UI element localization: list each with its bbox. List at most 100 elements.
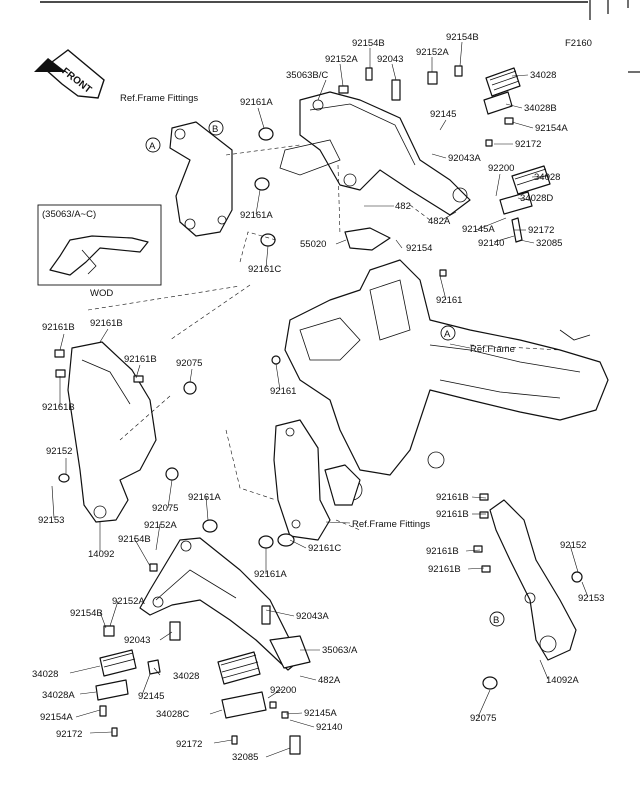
footpeg-upper-right	[483, 67, 551, 243]
leader-line	[159, 631, 173, 641]
part-label-92161b: 92161B	[436, 492, 469, 503]
part-label-92161b: 92161B	[426, 546, 459, 557]
part-label-482a: 482A	[428, 216, 451, 227]
leader-line	[439, 119, 447, 131]
leader-line	[471, 496, 487, 499]
callout-a-frame: A	[440, 325, 456, 341]
part-label-34028: 34028	[32, 669, 58, 680]
part-label-482: 482	[395, 201, 411, 212]
wod-title: (35063/A~C)	[42, 209, 96, 220]
part-label-92172: 92172	[56, 729, 82, 740]
leader-line	[459, 41, 463, 67]
part-label-92145: 92145	[430, 109, 456, 120]
leader-line	[141, 673, 151, 696]
part-label-34028: 34028	[530, 70, 556, 81]
leader-line	[335, 239, 347, 245]
leader-line	[477, 689, 491, 718]
part-label-34028d: 34028D	[520, 193, 553, 204]
part-label-92161b: 92161B	[124, 354, 157, 365]
part-label-92145a: 92145A	[462, 224, 495, 235]
part-label-92154b: 92154B	[446, 32, 479, 43]
part-label-92152a: 92152A	[112, 596, 145, 607]
leader-line	[431, 153, 447, 159]
leader-line	[441, 211, 457, 221]
leader-lines	[51, 41, 589, 758]
callout-b-top: B	[208, 120, 224, 136]
leader-line	[475, 217, 507, 231]
leader-line	[135, 364, 141, 379]
leader-line	[69, 665, 101, 674]
part-label-92152: 92152	[560, 540, 586, 551]
leader-line	[569, 544, 579, 573]
part-label-92172: 92172	[528, 225, 554, 236]
figure-code: F2160	[565, 38, 592, 49]
leader-line	[539, 659, 549, 680]
leader-line	[285, 712, 303, 715]
part-label-92161: 92161	[436, 295, 462, 306]
part-label-92161a: 92161A	[254, 569, 287, 580]
part-label-92152: 92152	[46, 446, 72, 457]
leader-line	[467, 567, 485, 570]
callout-a-top: A	[145, 137, 161, 153]
part-label-92154a: 92154A	[535, 123, 568, 134]
leader-line	[265, 747, 291, 758]
svg-text:B: B	[212, 124, 218, 135]
leader-line	[257, 107, 265, 129]
leader-line	[99, 328, 109, 343]
leader-line	[493, 235, 515, 243]
leader-line	[89, 731, 113, 734]
part-label-92161b: 92161B	[90, 318, 123, 329]
part-label-92043: 92043	[377, 54, 403, 65]
leader-line	[449, 343, 471, 349]
part-label-92153: 92153	[578, 593, 604, 604]
wod-inset-box: (35063/A~C) WOD	[37, 204, 162, 299]
leader-line	[75, 709, 101, 718]
part-label-ref-frame: Ref.Frame	[470, 344, 515, 355]
wod-caption: WOD	[90, 288, 113, 299]
svg-text:A: A	[149, 141, 156, 152]
part-label-34028: 34028	[173, 671, 199, 682]
part-label-92043: 92043	[124, 635, 150, 646]
left-plate-bracket	[169, 121, 276, 247]
lower-bracket-assembly	[103, 537, 311, 671]
leader-line	[153, 667, 161, 676]
reference-lines	[87, 144, 561, 531]
leader-line	[255, 189, 261, 215]
leader-line	[325, 521, 351, 524]
leader-line	[275, 363, 281, 391]
part-label-34028a: 34028A	[42, 690, 75, 701]
leader-line	[339, 63, 344, 87]
part-label-92161a: 92161A	[188, 492, 221, 503]
part-label-35063-a: 35063/A	[322, 645, 358, 656]
leader-line	[391, 63, 397, 81]
leader-line	[465, 549, 481, 552]
svg-text:B: B	[493, 615, 499, 626]
part-label-92075: 92075	[152, 503, 178, 514]
leader-line	[495, 173, 501, 197]
part-label-92161a: 92161A	[240, 97, 273, 108]
part-label-92075: 92075	[470, 713, 496, 724]
footpeg-lower-right	[217, 651, 301, 755]
leader-line	[265, 245, 269, 269]
part-label-92161b: 92161B	[428, 564, 461, 575]
leader-line	[289, 719, 315, 728]
part-label-34028c: 34028C	[156, 709, 189, 720]
left-cover-panel	[54, 341, 197, 523]
leader-line	[519, 239, 535, 244]
leader-line	[167, 479, 173, 509]
leader-line	[289, 539, 307, 549]
leader-line	[265, 609, 295, 617]
part-label-92161b: 92161B	[42, 322, 75, 333]
part-label-92161b: 92161B	[436, 509, 469, 520]
leader-line	[213, 739, 233, 744]
leader-line	[439, 275, 447, 301]
part-label-ref-frame-fittings: Ref.Frame Fittings	[120, 93, 198, 104]
leader-line	[317, 79, 327, 101]
leader-line	[531, 175, 551, 178]
part-label-482a: 482A	[318, 675, 341, 686]
part-label-32085: 32085	[232, 752, 258, 763]
part-label-92140: 92140	[478, 238, 504, 249]
leader-line	[395, 239, 403, 249]
leader-line	[581, 581, 589, 598]
leader-line	[59, 333, 65, 351]
